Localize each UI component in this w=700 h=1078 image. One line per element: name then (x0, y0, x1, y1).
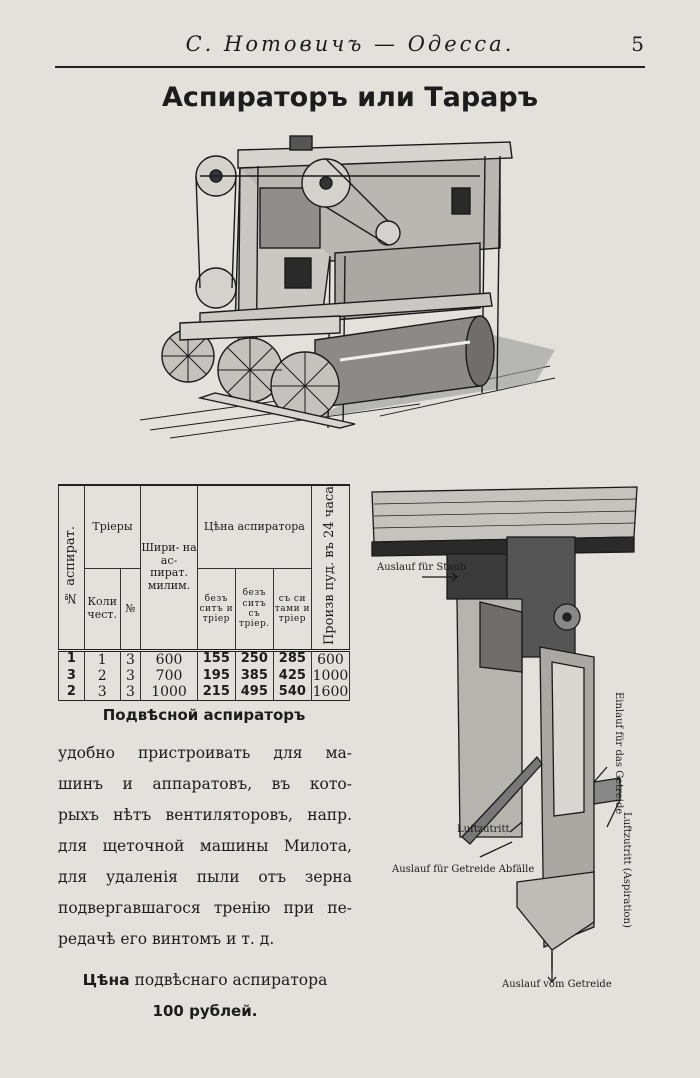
subheading: Подвѣсной аспираторъ (102, 706, 306, 724)
label-auslauf-getreide: Auslauf vom Getreide (501, 979, 612, 990)
col-header-price-sieves-triers: съ си тами и тріер (272, 568, 312, 651)
price-word: Цѣна (82, 971, 130, 989)
page-number: 5 (631, 32, 644, 56)
cell-no: 2 (58, 684, 85, 701)
header-rule (55, 66, 645, 68)
cell-price-2: 385 (234, 668, 274, 685)
col-header-triers: Тріеры (83, 485, 142, 570)
paragraph-line: рыхъ нѣтъ вентиляторовъ, напр. (58, 806, 352, 824)
col-header-price: Цѣна аспиратора (196, 485, 312, 570)
col-header-price-no-sieves: безъ ситъ и тріер (196, 568, 236, 651)
aspirator-machine-illustration (140, 135, 556, 439)
col-header-triers-qty: Коли чест. (83, 568, 121, 651)
cell-qty: 3 (83, 684, 121, 701)
label-einlauf: Einlauf für das Getreide (613, 692, 624, 814)
cell-price-3: 285 (272, 648, 312, 668)
label-luftzutritt: Luftzutritt (457, 824, 510, 835)
paragraph-line: редачѣ его винтомъ и т. д. (58, 930, 275, 948)
col-header-number: № аспират. (62, 526, 78, 605)
cell-price-1: 215 (196, 684, 236, 701)
paragraph-line: для щеточной машины Милота, (58, 837, 352, 855)
suspended-aspirator-diagram: Auslauf für Staub Luftzutritt Auslauf fü… (371, 486, 638, 990)
cell-price-1: 195 (196, 668, 236, 685)
paragraph-line: подвергавшагося тренію при пе- (58, 899, 352, 917)
cell-trier: 3 (119, 648, 142, 668)
label-luftzutritt-aspiration: Luftzutritt (Aspiration) (621, 812, 632, 928)
running-header: С. Нотовичъ — Одесса. 5 (0, 30, 700, 62)
col-header-output: Произв пуд. въ 24 часа (321, 486, 337, 646)
label-auslauf-abfaelle: Auslauf für Getreide Abfälle (391, 864, 534, 875)
aspirator-spec-table: № аспират. Тріеры Шири- на ас- пират. ми… (58, 484, 351, 702)
cell-price-2: 250 (234, 648, 274, 668)
table-row: 2 3 3 1000 215 495 540 1600 (58, 684, 351, 701)
cell-width: 700 (140, 667, 198, 685)
col-header-triers-no: № (119, 568, 142, 651)
page-title: Аспираторъ или Тараръ (161, 82, 539, 113)
cell-no: 3 (58, 668, 85, 685)
running-title: С. Нотовичъ — Одесса. (185, 32, 515, 56)
cell-price-3: 425 (272, 668, 312, 685)
cell-output: 1600 (310, 684, 351, 701)
col-header-price-triers: безъ ситъ съ тріер. (234, 568, 274, 651)
paragraph-line: шинъ и аппаратовъ, въ кото- (58, 775, 352, 793)
cell-price-2: 495 (234, 684, 274, 701)
col-header-width: Шири- на ас- пират. милим. (140, 485, 198, 651)
cell-width: 600 (140, 648, 198, 668)
cell-price-3: 540 (272, 684, 312, 701)
table-row: 1 1 3 600 155 250 285 600 (58, 648, 351, 668)
cell-price-1: 155 (196, 648, 236, 668)
cell-qty: 2 (83, 667, 121, 685)
label-auslauf-staub: Auslauf für Staub (376, 562, 466, 573)
description-paragraph: удобно пристроивать для ма- шинъ и аппар… (58, 738, 352, 955)
price-line: Цѣна подвѣснаго аспиратора (58, 971, 352, 989)
cell-output: 1000 (310, 667, 351, 685)
table-row: 3 2 3 700 195 385 425 1000 (58, 667, 351, 685)
cell-no: 1 (58, 648, 85, 668)
price-description: подвѣснаго аспиратора (134, 971, 328, 989)
cell-qty: 1 (83, 648, 121, 668)
price-value: 100 рублей. (152, 1002, 258, 1020)
paragraph-line: для удаленія пыли отъ зерна (58, 868, 352, 886)
cell-trier: 3 (119, 684, 142, 701)
cell-output: 600 (310, 648, 351, 668)
cell-trier: 3 (119, 667, 142, 685)
paragraph-line: удобно пристроивать для ма- (58, 744, 352, 762)
cell-width: 1000 (140, 684, 198, 701)
